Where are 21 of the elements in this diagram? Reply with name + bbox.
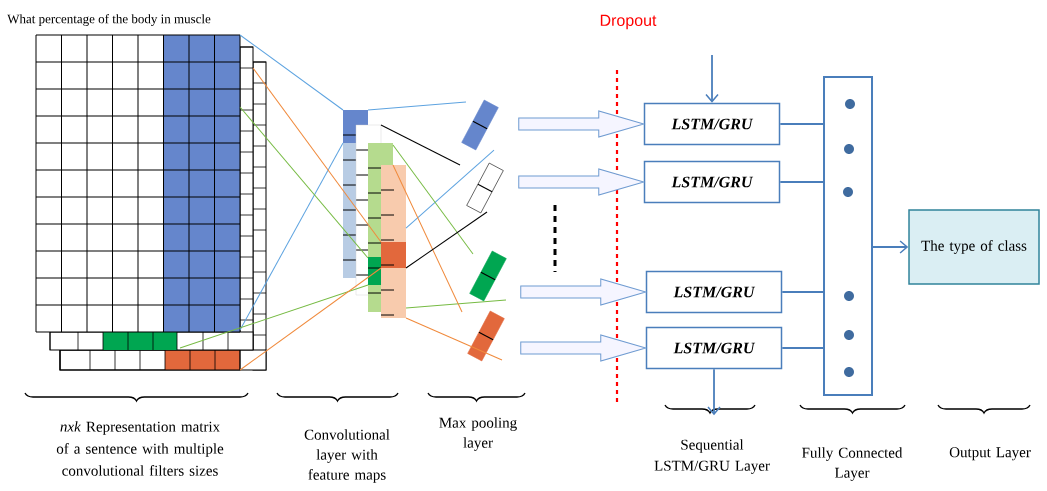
sentence-text: What percentage of the body in muscle	[7, 14, 211, 26]
block-arrow	[518, 168, 645, 196]
fully-connected-box	[823, 76, 873, 396]
layer-label: nxk Representation matrix of a sentence with multiple convolutional filters sizes	[56, 421, 224, 476]
block-arrow	[518, 110, 645, 138]
block-arrow	[520, 334, 647, 362]
arrow	[705, 54, 719, 103]
output-box: The type of class	[908, 209, 1040, 285]
lstm-box: LSTM/GRU	[645, 326, 783, 370]
layer-label: Fully Connected Layer	[802, 447, 903, 481]
layer-label: Convolutional layer with feature maps	[304, 429, 390, 483]
lstm-box: LSTM/GRU	[643, 102, 781, 146]
dropout-label: Dropout	[600, 14, 657, 30]
layer-label: Max pooling layer	[439, 417, 517, 451]
arrow	[872, 240, 909, 254]
block-arrow	[520, 278, 647, 306]
arrow	[707, 368, 721, 416]
layer-label: Output Layer	[949, 447, 1031, 461]
layer-label: Sequential LSTM/GRU Layer	[654, 439, 770, 474]
lstm-box: LSTM/GRU	[645, 270, 783, 314]
lstm-box: LSTM/GRU	[643, 160, 781, 204]
